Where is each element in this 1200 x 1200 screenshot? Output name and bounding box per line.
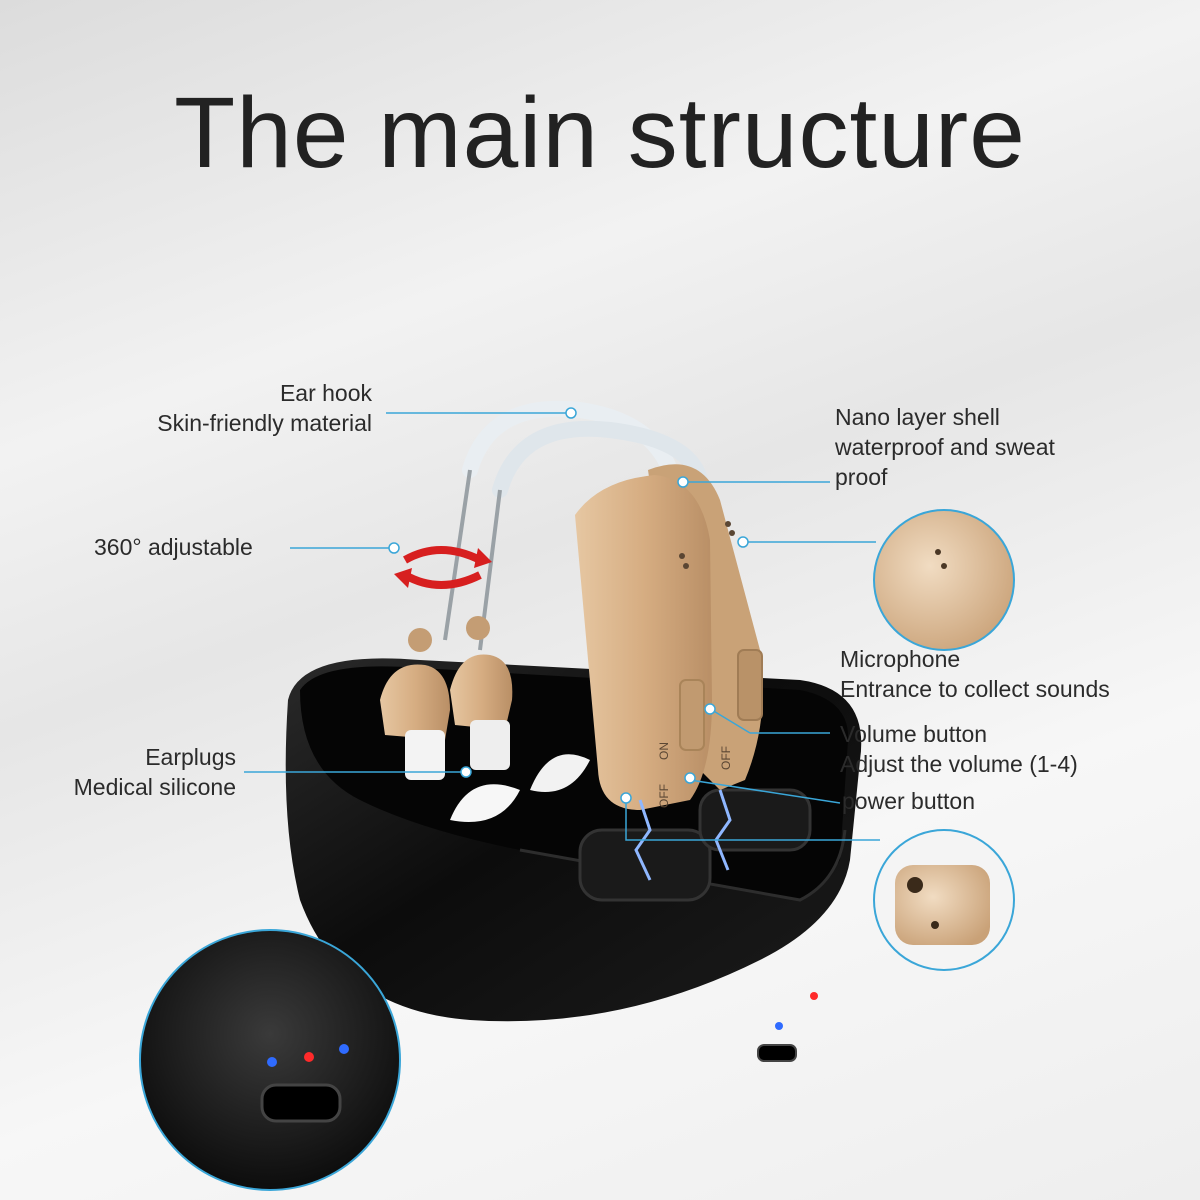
zoom-leds bbox=[139, 929, 401, 1191]
charging-well-left bbox=[578, 828, 712, 902]
label-volume-detail: Adjust the volume (1-4) bbox=[840, 751, 1078, 777]
label-power: power button bbox=[842, 786, 975, 816]
marker-ear-hook bbox=[565, 407, 577, 419]
label-microphone-title: Microphone bbox=[840, 646, 961, 672]
marker-power bbox=[684, 772, 696, 784]
label-nano-shell-detail-2: proof bbox=[835, 464, 888, 490]
marker-nano-shell bbox=[677, 476, 689, 488]
leader-power-a bbox=[689, 779, 841, 804]
marker-volume bbox=[704, 703, 716, 715]
label-volume: Volume button Adjust the volume (1-4) bbox=[840, 719, 1078, 779]
marker-microphone bbox=[737, 536, 749, 548]
hearing-aid-bodies: ON OFF OFF bbox=[575, 464, 763, 881]
device-off-mark-2: OFF bbox=[719, 746, 733, 770]
label-power-title: power button bbox=[842, 788, 975, 814]
case-led-red bbox=[810, 992, 818, 1000]
device-off-mark: OFF bbox=[657, 784, 671, 808]
leader-volume-a bbox=[711, 709, 751, 734]
earplugs-illustration bbox=[380, 616, 590, 822]
device-on-mark: ON bbox=[657, 742, 671, 760]
label-adjustable-title: 360° adjustable bbox=[94, 534, 253, 560]
leader-charging-contact bbox=[625, 800, 880, 841]
marker-earplugs bbox=[460, 766, 472, 778]
zoom-microphone bbox=[873, 509, 1015, 651]
label-microphone: Microphone Entrance to collect sounds bbox=[840, 644, 1110, 704]
label-ear-hook: Ear hook Skin-friendly material bbox=[100, 378, 372, 438]
label-nano-shell-detail: waterproof and sweat bbox=[835, 434, 1055, 460]
label-earplugs: Earplugs Medical silicone bbox=[40, 742, 236, 802]
marker-adjustable bbox=[388, 542, 400, 554]
label-volume-title: Volume button bbox=[840, 721, 988, 747]
label-nano-shell-title: Nano layer shell bbox=[835, 404, 1000, 430]
rotation-arrows-icon bbox=[394, 546, 492, 589]
marker-charging-contact bbox=[620, 792, 632, 804]
case-usb-port bbox=[757, 1044, 797, 1062]
case-led-blue bbox=[775, 1022, 783, 1030]
leader-lines bbox=[244, 407, 880, 841]
label-microphone-detail: Entrance to collect sounds bbox=[840, 676, 1110, 702]
label-earplugs-detail: Medical silicone bbox=[73, 774, 236, 800]
zoom-charging-contact bbox=[873, 829, 1015, 971]
label-ear-hook-title: Ear hook bbox=[279, 380, 372, 406]
label-earplugs-title: Earplugs bbox=[145, 744, 236, 770]
label-ear-hook-detail: Skin-friendly material bbox=[157, 410, 372, 436]
label-adjustable: 360° adjustable bbox=[94, 532, 253, 562]
label-nano-shell: Nano layer shell waterproof and sweat pr… bbox=[835, 402, 1055, 492]
page-title: The main structure bbox=[174, 77, 1026, 189]
